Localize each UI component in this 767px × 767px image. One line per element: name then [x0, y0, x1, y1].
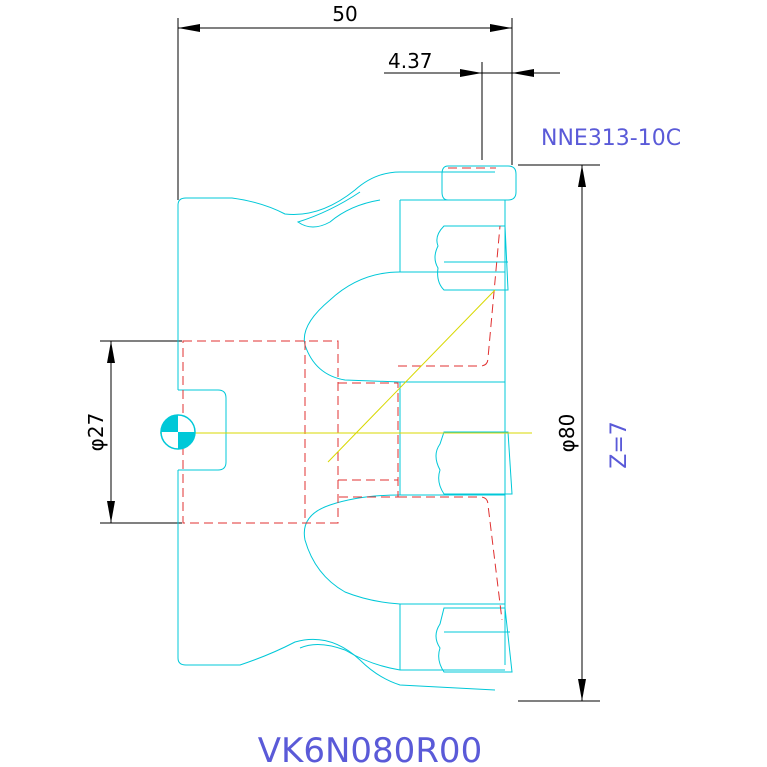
bore-hidden-outline: [182, 340, 339, 524]
hub-step: [178, 389, 227, 471]
hidden-lines: [182, 167, 503, 621]
insert-lower: [435, 607, 513, 673]
chip-gullet-upper: [303, 271, 401, 383]
origin-quadrant-top-left: [161, 415, 178, 432]
bore-label: φ27: [84, 413, 108, 452]
offset-label: 4.37: [388, 49, 433, 73]
chip-gullet-top: [296, 191, 381, 228]
insert-top: [441, 165, 517, 201]
width-arrow-right: [490, 24, 512, 32]
bore-arrow-bottom: [107, 501, 115, 523]
chip-gullet-bottom: [299, 644, 401, 671]
bore-dimension: φ27: [84, 340, 182, 524]
diameter-dimension: φ80: [518, 164, 600, 702]
cutter-body-outline: [177, 171, 506, 691]
offset-dimension: 4.37: [384, 49, 560, 160]
keyway-hidden-outline: [338, 382, 399, 498]
origin-quadrant-bottom-right: [178, 432, 195, 449]
bore-arrow-top: [107, 341, 115, 363]
offset-arrow-right: [512, 69, 534, 77]
pocket-hidden-upper: [398, 225, 501, 367]
diagonal-construction-line: [327, 289, 496, 463]
width-dimension: 50: [177, 2, 513, 200]
insert-middle: [435, 431, 513, 495]
teeth-count-label: Z=7: [607, 421, 632, 469]
body-bottom-contour: [177, 522, 496, 691]
center-lines: [160, 289, 532, 463]
insert-code-label: NNE313-10C: [541, 126, 681, 151]
diameter-arrow-top: [578, 165, 586, 187]
inserts: [434, 165, 517, 673]
width-arrow-left: [178, 24, 200, 32]
origin-marker: [160, 414, 196, 450]
pocket-hidden-lower: [398, 496, 503, 621]
body-top-contour: [177, 171, 495, 340]
diameter-label: φ80: [555, 414, 579, 453]
chip-gullet-lower: [303, 494, 401, 605]
width-label: 50: [332, 2, 357, 26]
part-number-label: VK6N080R00: [258, 731, 482, 767]
diameter-arrow-bottom: [578, 679, 586, 701]
offset-arrow-left: [460, 69, 482, 77]
insert-upper: [434, 225, 509, 291]
